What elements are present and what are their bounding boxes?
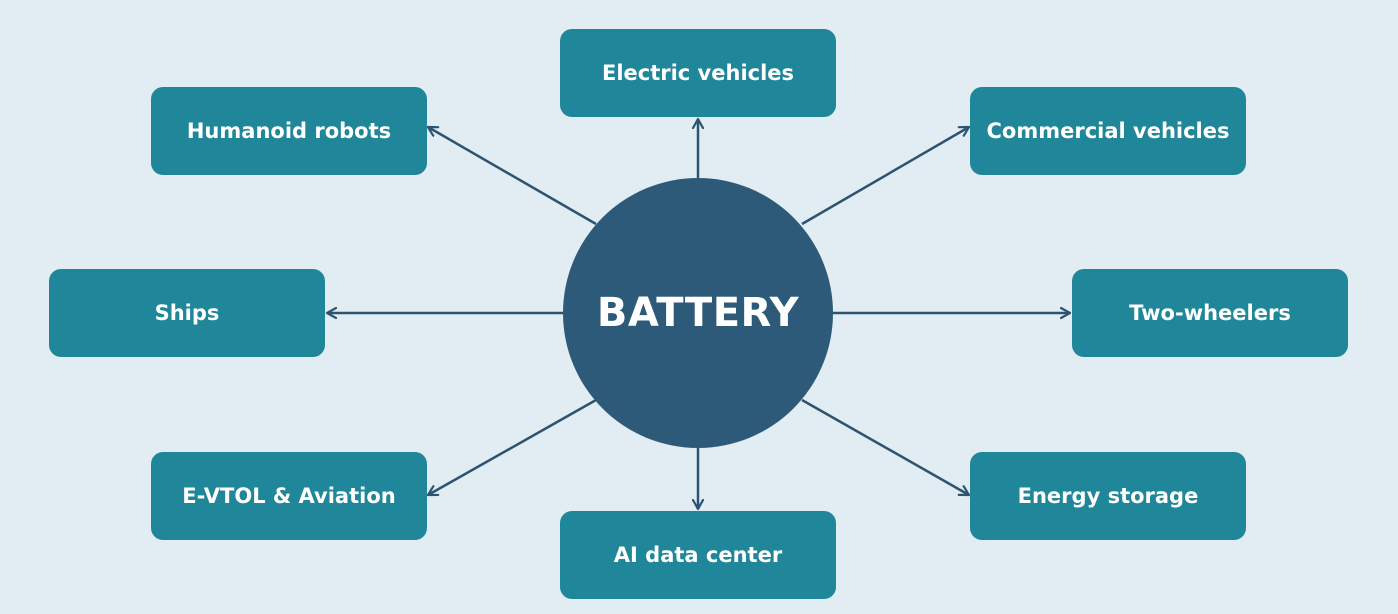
node-humanoid-robots-label: Humanoid robots [186, 119, 392, 143]
battery-hub-label: BATTERY [596, 290, 800, 336]
node-evtol-aviation: E-VTOL & Aviation [151, 452, 427, 540]
node-electric-vehicles-label: Electric vehicles [601, 61, 795, 85]
node-humanoid-robots: Humanoid robots [151, 87, 427, 175]
node-energy-storage: Energy storage [970, 452, 1246, 540]
connector-commercial-vehicles [801, 127, 969, 226]
node-ships-label: Ships [154, 301, 220, 325]
connector-humanoid-robots [428, 127, 597, 226]
node-electric-vehicles: Electric vehicles [560, 29, 836, 117]
node-ships: Ships [49, 269, 325, 357]
node-commercial-vehicles: Commercial vehicles [970, 87, 1246, 175]
node-ai-data-center: AI data center [560, 511, 836, 599]
node-energy-storage-label: Energy storage [1017, 484, 1199, 508]
node-commercial-vehicles-label: Commercial vehicles [986, 119, 1230, 143]
node-two-wheelers: Two-wheelers [1072, 269, 1348, 357]
connector-energy-storage [801, 398, 969, 495]
node-ai-data-center-label: AI data center [613, 543, 783, 567]
connector-evtol-aviation [428, 398, 597, 495]
node-evtol-aviation-label: E-VTOL & Aviation [182, 484, 396, 508]
battery-hub: BATTERY [563, 178, 833, 448]
node-two-wheelers-label: Two-wheelers [1129, 301, 1291, 325]
